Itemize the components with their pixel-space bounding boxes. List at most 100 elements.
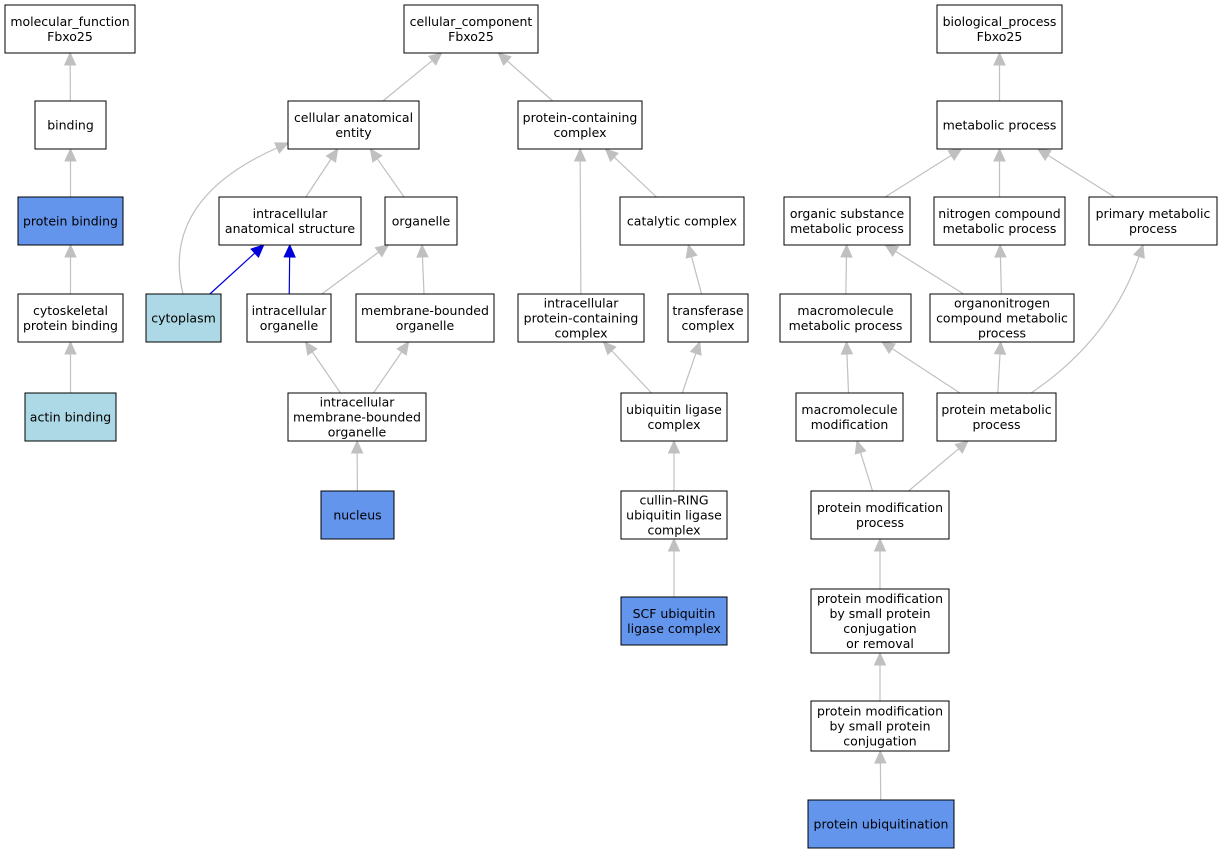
node-box xyxy=(403,4,539,54)
node-label-line: cellular anatomical xyxy=(294,110,413,125)
edge-arrowhead xyxy=(667,537,681,552)
node-organelle[interactable]: organelle xyxy=(384,196,458,246)
edge-line xyxy=(999,256,1002,295)
node-cytoplasm[interactable]: cytoplasm xyxy=(145,293,222,343)
node-label-line: or removal xyxy=(846,636,914,651)
edge-arrowhead xyxy=(685,243,698,259)
node-label-line: process xyxy=(1129,221,1177,236)
node-nucleus[interactable]: nucleus xyxy=(320,490,395,540)
node-label-line: biological_process xyxy=(943,14,1057,29)
edge-protein_ubiquitination-to-protein_modification_by_small_protein_conjugation xyxy=(874,749,887,801)
edge-arrowhead xyxy=(947,148,963,161)
node-label-line: complex xyxy=(648,417,701,432)
node-box xyxy=(810,700,950,752)
edge-arrowhead xyxy=(993,147,1006,162)
node-actin-binding[interactable]: actin binding xyxy=(24,392,117,442)
edge-protein_metabolic_process-to-macromolecule_metabolic_process xyxy=(881,341,961,394)
node-label-line: protein-containing xyxy=(523,110,638,125)
edge-line xyxy=(845,256,848,295)
edge-line xyxy=(846,353,850,394)
edge-arrowhead xyxy=(881,341,897,355)
edge-line xyxy=(421,256,425,295)
node-metabolic-process[interactable]: metabolic process xyxy=(936,100,1063,150)
node-box xyxy=(287,392,427,442)
node-binding[interactable]: binding xyxy=(34,100,107,150)
edge-arrowhead xyxy=(64,340,77,355)
node-box xyxy=(810,588,950,654)
node-label-line: complex xyxy=(555,326,608,341)
edge-nucleus-to-intracellular_membrane_bounded_organelle xyxy=(350,439,364,492)
node-label-line: organelle xyxy=(396,318,455,333)
edge-line xyxy=(895,250,964,295)
edge-line xyxy=(372,351,403,394)
edge-arrowhead xyxy=(497,52,512,66)
node-box xyxy=(795,392,904,442)
edge-arrowhead xyxy=(993,340,1007,355)
node-label-line: protein modification xyxy=(817,704,943,719)
node-label-line: conjugation xyxy=(843,621,916,636)
node-box xyxy=(810,490,950,540)
edge-arrowhead xyxy=(427,52,443,66)
edge-arrowhead xyxy=(63,51,77,66)
node-protein-ubiquitination[interactable]: protein ubiquitination xyxy=(807,799,955,849)
node-protein-binding[interactable]: protein binding xyxy=(17,196,124,246)
node-label-line: modification xyxy=(811,417,889,432)
node-box xyxy=(620,392,728,442)
edge-line xyxy=(681,353,697,394)
edge-arrowhead xyxy=(325,147,339,163)
edge-protein_metabolic_process-to-primary_metabolic_process xyxy=(1030,243,1145,394)
node-label-line: protein modification xyxy=(817,591,943,606)
node-box xyxy=(933,196,1066,246)
edge-line xyxy=(908,448,960,492)
node-label-line: complex xyxy=(648,523,701,538)
edge-arrowhead xyxy=(283,243,296,258)
edge-line xyxy=(884,154,952,198)
node-box xyxy=(4,4,136,54)
node-label-line: protein metabolic xyxy=(941,402,1051,417)
node-label-line: macromolecule xyxy=(801,402,897,417)
node-label-line: intracellular xyxy=(253,206,329,221)
node-box xyxy=(320,490,395,540)
node-box xyxy=(517,293,645,343)
edge-line xyxy=(1047,154,1115,198)
node-box xyxy=(620,596,728,646)
edge-intracellular_organelle-to-organelle xyxy=(321,244,390,295)
edge-arrowhead xyxy=(840,243,853,258)
node-label-line: Fbxo25 xyxy=(448,29,494,44)
node-label-line: protein binding xyxy=(23,318,118,333)
edge-arrowhead xyxy=(374,244,390,258)
node-label-line: metabolic process xyxy=(943,221,1057,236)
edge-arrowhead xyxy=(840,340,854,355)
node-label-line: organelle xyxy=(392,214,451,229)
edge-arrowhead xyxy=(396,341,410,356)
node-catalytic-complex[interactable]: catalytic complex xyxy=(619,196,745,246)
node-box xyxy=(246,293,332,343)
edge-protein_binding-to-binding xyxy=(64,147,77,197)
